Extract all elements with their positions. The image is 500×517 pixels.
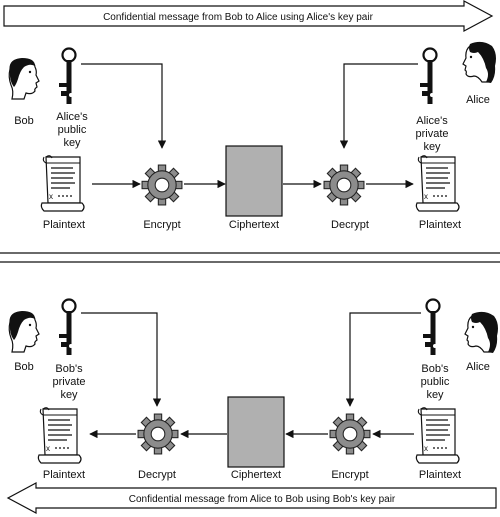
bottom-right-person-label: Alice — [466, 361, 490, 373]
top-left-key-connector — [81, 63, 167, 149]
bottom-right-key-connector — [345, 312, 421, 407]
bottom-banner-text: Confidential message from Alice to Bob u… — [129, 494, 396, 505]
bottom-left-key-line3: key — [60, 389, 78, 401]
bottom-process-left-label: Decrypt — [138, 469, 176, 481]
top-process-left-label: Encrypt — [143, 219, 180, 231]
key-icon — [57, 47, 77, 106]
top-banner-text: Confidential message from Bob to Alice u… — [103, 12, 373, 23]
top-right-key-line3: key — [423, 141, 441, 153]
gear-icon — [137, 413, 179, 455]
top-banner: Confidential message from Bob to Alice u… — [3, 0, 494, 33]
bottom-plaintext-left-label: Plaintext — [43, 469, 85, 481]
bob-avatar — [8, 57, 40, 100]
key-icon — [418, 47, 438, 106]
top-left-key-line3: key — [63, 137, 81, 149]
key-icon — [57, 298, 77, 357]
bottom-right-key-line1: Bob's — [421, 363, 449, 375]
plaintext-document-icon — [37, 406, 82, 464]
bottom-banner: Confidential message from Alice to Bob u… — [6, 481, 497, 515]
bob-avatar — [8, 310, 40, 353]
top-left-key-line1: Alice's — [56, 111, 88, 123]
top-plaintext-right-label: Plaintext — [419, 219, 461, 231]
plaintext-document-icon — [415, 154, 460, 212]
section-divider — [0, 252, 500, 263]
bottom-ciphertext-label: Ciphertext — [231, 469, 281, 481]
key-icon — [421, 298, 441, 357]
bottom-left-person-label: Bob — [14, 361, 34, 373]
bottom-right-key-line2: public — [421, 376, 450, 388]
plaintext-document-icon — [40, 154, 85, 212]
gear-icon — [141, 164, 183, 206]
bottom-section: Bob Bob's private key Alice Bob's public… — [8, 298, 498, 481]
top-right-key-connector — [339, 63, 418, 149]
bottom-right-key-line3: key — [426, 389, 444, 401]
bottom-process-right-label: Encrypt — [331, 469, 368, 481]
top-right-key-line2: private — [415, 128, 448, 140]
top-receiver-label: Alice — [466, 94, 490, 106]
top-banner-arrow — [3, 0, 494, 33]
top-plaintext-left-label: Plaintext — [43, 219, 85, 231]
ciphertext-box — [225, 145, 283, 217]
alice-avatar — [462, 41, 496, 84]
bottom-left-key-connector — [81, 312, 162, 407]
gear-icon — [329, 413, 371, 455]
bottom-left-key-line1: Bob's — [55, 363, 83, 375]
top-ciphertext-label: Ciphertext — [229, 219, 279, 231]
alice-avatar — [464, 311, 498, 354]
bottom-left-key-line2: private — [52, 376, 85, 388]
bottom-banner-arrow — [6, 481, 497, 515]
top-left-key-line2: public — [58, 124, 87, 136]
top-section: Bob Alice's public key Alice Alice's pri… — [8, 41, 496, 231]
top-right-key-line1: Alice's — [416, 115, 448, 127]
top-process-right-label: Decrypt — [331, 219, 369, 231]
gear-icon — [323, 164, 365, 206]
plaintext-document-icon — [415, 406, 460, 464]
ciphertext-box — [227, 396, 285, 468]
bottom-plaintext-right-label: Plaintext — [419, 469, 461, 481]
top-sender-label: Bob — [14, 115, 34, 127]
